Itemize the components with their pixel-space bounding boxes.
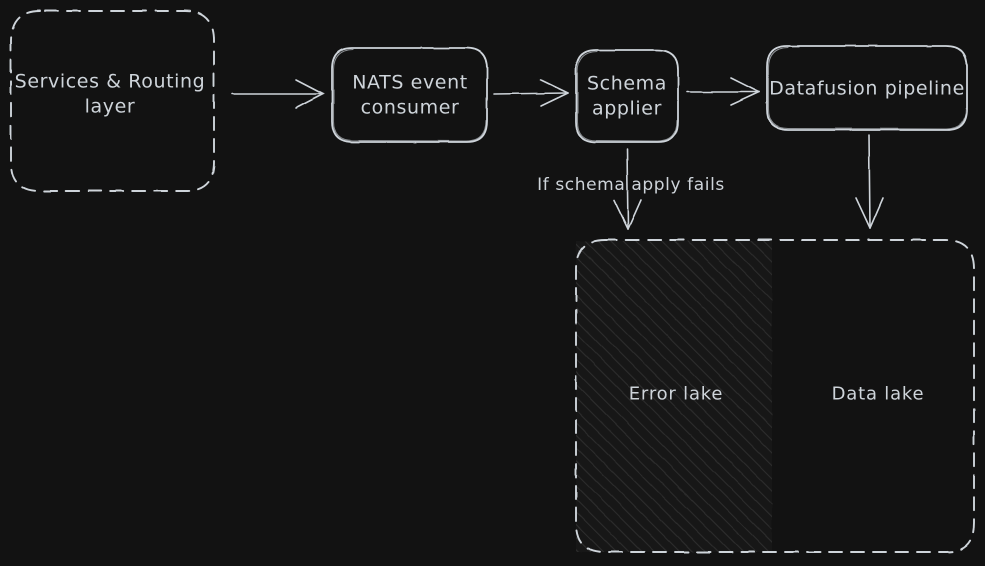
edge-schema-to-datafusion-arrow[interactable]	[686, 77, 760, 106]
node-datafusion-pipeline-shape[interactable]	[766, 45, 968, 131]
edge-services-to-nats-arrow[interactable]	[231, 79, 324, 109]
edge-label-if-schema-apply-fails: If schema apply fails	[537, 175, 725, 195]
node-schema-applier-shape[interactable]	[575, 49, 679, 143]
edge-schema-to-error-lake-arrow[interactable]	[613, 148, 642, 230]
edge-datafusion-to-data-lake-arrow[interactable]	[855, 134, 884, 229]
region-label-error-lake: Error lake	[628, 383, 724, 405]
container-lakes-shape[interactable]	[575, 239, 975, 553]
node-services-routing-layer-shape[interactable]	[10, 10, 215, 192]
edge-nats-to-schema-arrow[interactable]	[493, 79, 569, 107]
region-error-lake-fill	[576, 241, 772, 552]
region-label-data-lake: Data lake	[831, 383, 925, 405]
node-nats-event-consumer-shape[interactable]	[331, 47, 488, 143]
